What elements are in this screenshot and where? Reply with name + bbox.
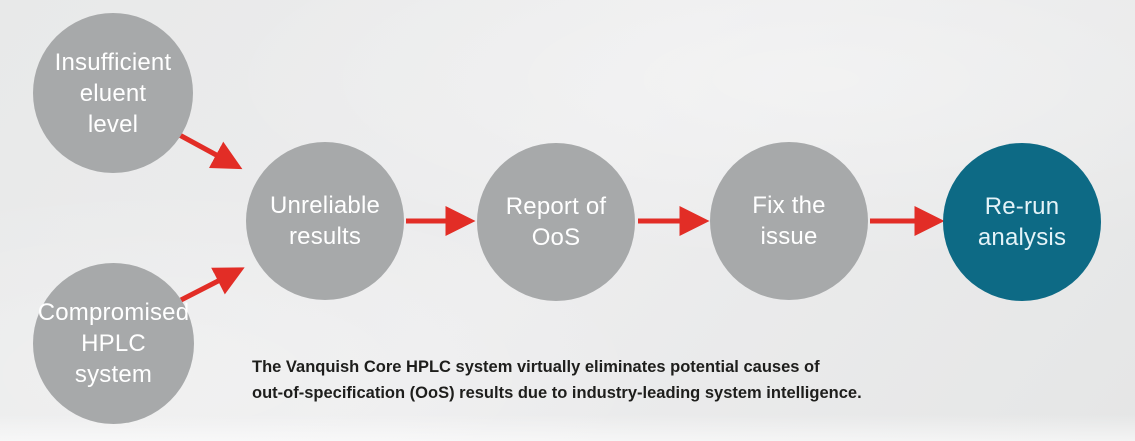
node-compromised-hplc-system: Compromised HPLC system xyxy=(33,263,194,424)
node-unreliable-results: Unreliable results xyxy=(246,142,404,300)
node-fix-the-issue: Fix the issue xyxy=(710,142,868,300)
caption: The Vanquish Core HPLC system virtually … xyxy=(252,358,862,402)
node-insufficient-eluent-level: Insufficient eluent level xyxy=(33,13,193,173)
arrow-insufficient-to-unreliable-icon xyxy=(172,129,243,170)
node-re-run-analysis: Re-run analysis xyxy=(943,143,1101,301)
node-label: Insufficient eluent level xyxy=(54,48,172,138)
node-label: Fix the issue xyxy=(752,192,826,250)
node-report-of-oos: Report of OoS xyxy=(477,143,635,301)
node-label: Unreliable results xyxy=(269,192,381,250)
node-label: Compromised HPLC system xyxy=(37,299,190,388)
node-label: Re-run analysis xyxy=(977,193,1067,251)
node-label: Report of OoS xyxy=(505,193,607,251)
